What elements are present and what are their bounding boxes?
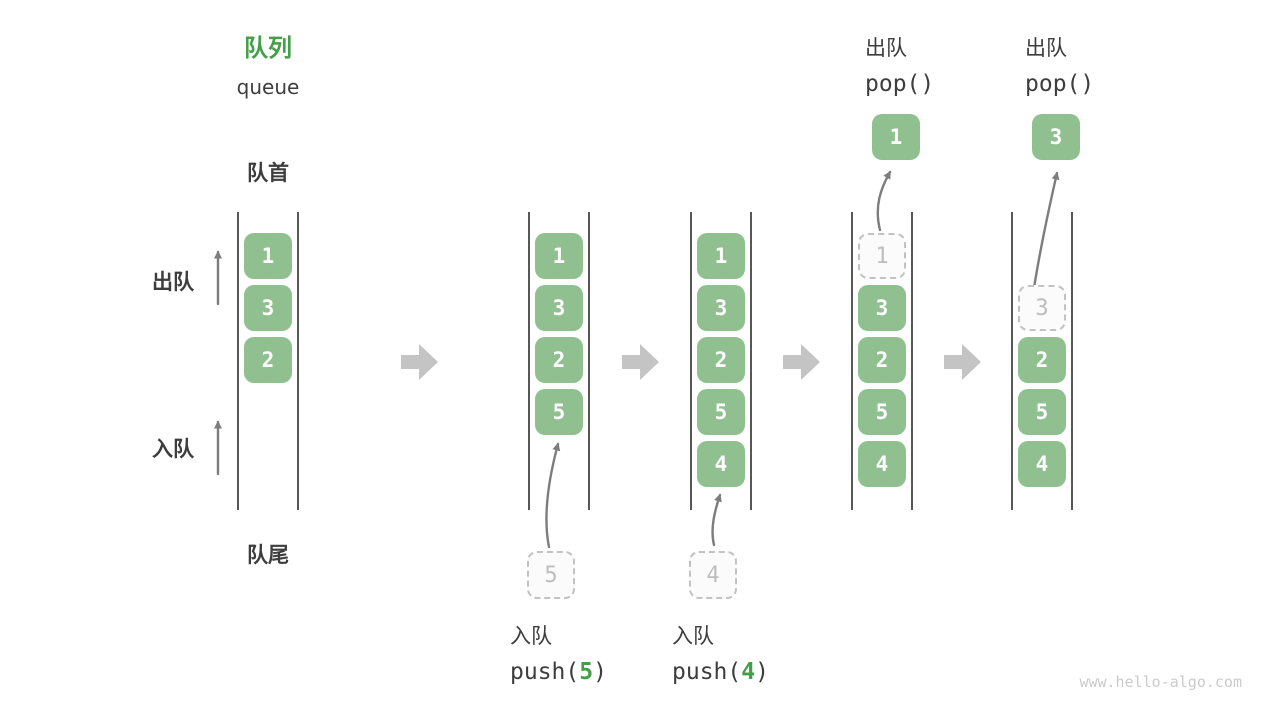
op-zh-label: 出队 bbox=[1025, 36, 1067, 60]
queue-element: 1 bbox=[244, 233, 292, 279]
op-code-label: push(4) bbox=[672, 659, 769, 685]
queue-element: 3 bbox=[244, 285, 292, 331]
enqueue-op-label: 入队 push(4) bbox=[672, 620, 769, 685]
label-dequeue-side: 出队 bbox=[152, 270, 194, 294]
popped-element: 3 bbox=[1032, 114, 1080, 160]
step-arrow-icon bbox=[622, 344, 659, 380]
queue-wall-line bbox=[911, 212, 913, 510]
fn-close: ) bbox=[593, 659, 607, 685]
push-4-curve-arrow bbox=[711, 493, 722, 547]
queue-element: 4 bbox=[697, 441, 745, 487]
queue-wall-line bbox=[588, 212, 590, 510]
queue-element: 4 bbox=[1018, 441, 1066, 487]
incoming-element: 5 bbox=[527, 551, 575, 599]
fn-name: push( bbox=[510, 659, 580, 685]
queue-wall-line bbox=[1011, 212, 1013, 510]
queue-element-ghost: 1 bbox=[858, 233, 906, 279]
queue-element: 5 bbox=[535, 389, 583, 435]
queue-element: 5 bbox=[697, 389, 745, 435]
queue-element: 5 bbox=[858, 389, 906, 435]
label-queue-front: 队首 bbox=[247, 161, 289, 185]
fn-arg: 4 bbox=[741, 659, 756, 685]
queue-wall-line bbox=[750, 212, 752, 510]
queue-wall-line bbox=[1071, 212, 1073, 510]
incoming-element: 4 bbox=[689, 551, 737, 599]
dequeue-op-label: 出队 pop() bbox=[1025, 32, 1094, 97]
queue-wall-line bbox=[237, 212, 239, 510]
push-5-curve-arrow bbox=[545, 442, 561, 549]
fn-close: ) bbox=[920, 71, 935, 97]
pop-3-curve-arrow bbox=[1032, 171, 1060, 290]
popped-element: 1 bbox=[872, 114, 920, 160]
op-zh-label: 出队 bbox=[865, 36, 907, 60]
queue-element: 2 bbox=[535, 337, 583, 383]
queue-element: 1 bbox=[697, 233, 745, 279]
queue-element: 2 bbox=[1018, 337, 1066, 383]
queue-wall-line bbox=[851, 212, 853, 510]
queue-element: 5 bbox=[1018, 389, 1066, 435]
title-en: queue bbox=[236, 75, 300, 99]
queue-element: 2 bbox=[858, 337, 906, 383]
diagram-title: 队列 queue bbox=[208, 28, 328, 99]
op-code-label: push(5) bbox=[510, 659, 607, 685]
queue-element-ghost: 3 bbox=[1018, 285, 1066, 331]
op-zh-label: 入队 bbox=[672, 624, 714, 648]
queue-element: 2 bbox=[244, 337, 292, 383]
queue-wall-line bbox=[528, 212, 530, 510]
queue-wall-line bbox=[690, 212, 692, 510]
watermark: www.hello-algo.com bbox=[1079, 673, 1242, 691]
dequeue-op-label: 出队 pop() bbox=[865, 32, 934, 97]
fn-close: ) bbox=[755, 659, 769, 685]
op-zh-label: 入队 bbox=[510, 624, 552, 648]
enqueue-op-label: 入队 push(5) bbox=[510, 620, 607, 685]
queue-element: 4 bbox=[858, 441, 906, 487]
fn-name: pop( bbox=[865, 71, 921, 97]
label-queue-rear: 队尾 bbox=[247, 543, 289, 567]
fn-close: ) bbox=[1080, 71, 1095, 97]
op-code-label: pop() bbox=[1025, 71, 1094, 97]
queue-element: 3 bbox=[697, 285, 745, 331]
pop-1-curve-arrow bbox=[876, 170, 892, 232]
queue-element: 3 bbox=[535, 285, 583, 331]
queue-wall-line bbox=[297, 212, 299, 510]
queue-element: 2 bbox=[697, 337, 745, 383]
step-arrow-icon bbox=[944, 344, 981, 380]
step-arrow-icon bbox=[401, 344, 438, 380]
fn-name: push( bbox=[672, 659, 742, 685]
queue-element: 1 bbox=[535, 233, 583, 279]
title-zh: 队列 bbox=[244, 34, 292, 62]
fn-name: pop( bbox=[1025, 71, 1081, 97]
step-arrow-icon bbox=[783, 344, 820, 380]
label-enqueue-side: 入队 bbox=[152, 437, 194, 461]
op-code-label: pop() bbox=[865, 71, 934, 97]
fn-arg: 5 bbox=[579, 659, 594, 685]
queue-element: 3 bbox=[858, 285, 906, 331]
